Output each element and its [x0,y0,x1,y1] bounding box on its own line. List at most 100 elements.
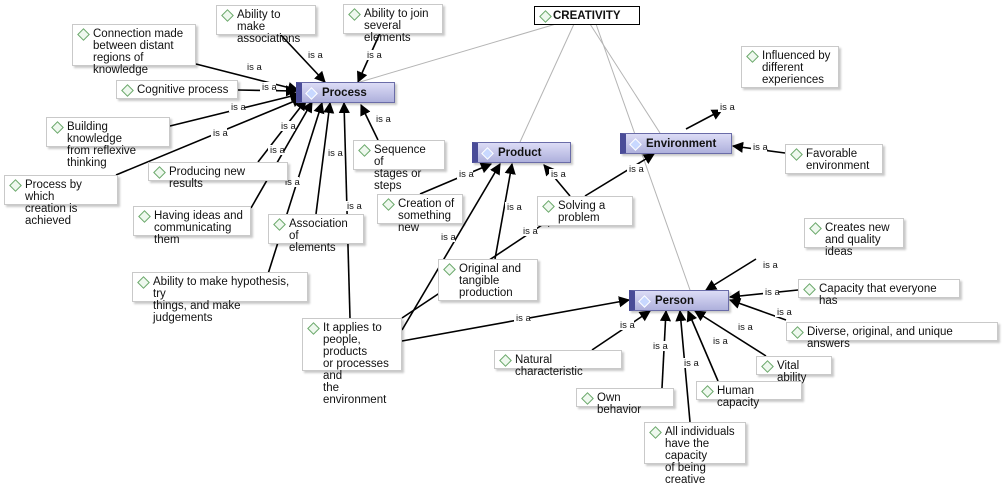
isa-arrow-27 [686,309,719,382]
isa-label-bg-2 [365,50,381,60]
node-having-ideas[interactable]: Having ideas and communicating them [133,206,251,246]
isa-label-bg-22 [775,307,791,317]
node-solving[interactable]: Solving a problem [537,196,633,226]
node-hypothesis[interactable]: Ability to make hypothesis, try things, … [132,272,308,324]
isa-label-bg-28 [736,322,752,332]
node-connection[interactable]: Connection made between distant regions … [72,24,196,76]
isa-label-bg-8 [268,145,284,155]
isa-arrow-15 [401,163,501,331]
isa-label-bg-9 [326,148,342,158]
concept-label: Product [498,147,542,159]
isa-label-bg-15 [439,232,455,242]
node-label: Creates new and quality ideas [825,222,890,258]
node-vital[interactable]: Vital ability [756,356,832,384]
node-influenced[interactable]: Influenced by different experiences [741,46,839,88]
diamond-icon [382,198,395,211]
concept-environment[interactable]: Environment [620,133,732,154]
root-link-3 [595,23,691,291]
concept-person[interactable]: Person [629,290,729,311]
isa-label-bg-20 [761,260,777,270]
node-applies[interactable]: It applies to people, products or proces… [302,318,402,406]
isa-label-27: is a [713,336,729,347]
isa-arrow-20 [705,258,757,291]
diamond-icon [137,276,150,289]
node-all-individuals[interactable]: All individuals have the capacity of bei… [644,422,746,486]
isa-label-bg-24 [618,320,634,330]
node-diverse[interactable]: Diverse, original, and unique answers [786,322,998,350]
isa-arrow-9 [315,101,335,215]
links-layer: is a is a is a is a is a is a is a is a is a is a… [115,23,799,423]
root-node-creativity[interactable]: CREATIVITY [534,6,640,25]
node-process-by-which[interactable]: Process by which creation is achieved [4,175,118,227]
diamond-icon [649,426,662,439]
isa-label-bg-11 [345,201,361,211]
diamond-icon [481,147,494,160]
node-original[interactable]: Original and tangible production [438,259,538,301]
isa-label-bg-19 [751,142,767,152]
node-ability-join[interactable]: Ability to join several elements [343,4,443,44]
node-association[interactable]: Association of elements [268,214,364,254]
diamond-icon [629,138,642,151]
node-human[interactable]: Human capacity [696,381,802,409]
isa-label-18: is a [720,102,736,113]
concept-product[interactable]: Product [472,142,571,163]
isa-label-bg-12 [457,169,473,179]
diamond-icon [809,222,822,235]
isa-arrow-18 [685,109,723,130]
root-link-2 [589,23,661,134]
node-building[interactable]: Building knowledge from reflexive thinki… [46,117,170,169]
node-label: Producing new results [169,166,246,190]
node-capacity-everyone[interactable]: Capacity that everyone has [798,279,960,307]
node-cognitive[interactable]: Cognitive process [116,80,238,99]
isa-arrow-24 [591,310,651,351]
diamond-icon [746,50,759,63]
node-own-behavior[interactable]: Own behavior [576,388,674,416]
root-link-1 [519,23,575,143]
isa-label-bg-17 [627,164,643,174]
isa-label-bg-6 [211,128,227,138]
node-creates-new[interactable]: Creates new and quality ideas [804,218,904,258]
concept-label: Process [322,87,367,99]
node-ability-associations[interactable]: Ability to make associations [216,5,316,45]
node-label: Association of elements [289,218,348,254]
isa-label-7: is a [281,121,297,132]
isa-label-6: is a [213,128,229,139]
diamond-icon [443,263,456,276]
diamond-icon [638,295,651,308]
isa-label-20: is a [763,260,779,271]
isa-label-bg-26 [682,358,698,368]
node-producing[interactable]: Producing new results [148,162,288,190]
node-label: Ability to make hypothesis, try things, … [153,276,290,324]
node-label: Building knowledge from reflexive thinki… [67,121,137,169]
node-label: It applies to people, products or proces… [323,322,389,406]
isa-arrow-14 [494,162,516,260]
isa-label-2: is a [367,50,383,61]
isa-label-14: is a [507,202,523,213]
node-natural[interactable]: Natural characteristic [494,350,622,378]
isa-label-16: is a [523,226,539,237]
isa-label-bg-3 [260,82,276,92]
node-label: Process by which creation is achieved [25,179,82,227]
isa-arrow-5 [360,103,379,141]
node-creation[interactable]: Creation of something new [377,194,463,234]
node-sequence[interactable]: Sequence of stages or steps [353,140,445,192]
isa-label-17: is a [629,164,645,175]
node-label: Creation of something new [398,198,455,234]
node-label: Original and tangible production [459,263,522,299]
isa-label-25: is a [653,341,669,352]
diamond-icon [153,166,166,179]
isa-arrow-0 [195,63,300,93]
node-favorable[interactable]: Favorable environment [785,144,883,174]
isa-label-28: is a [738,322,754,333]
isa-label-bg-14 [505,202,521,212]
isa-label-bg-13 [549,169,565,179]
diamond-icon [499,354,512,367]
concept-process[interactable]: Process [296,82,395,103]
isa-label-19: is a [753,142,769,153]
diamond-icon [273,218,286,231]
node-label: Cognitive process [137,84,229,96]
node-label: Own behavior [597,392,642,416]
node-label: Natural characteristic [515,354,583,378]
diamond-icon [307,322,320,335]
diamond-icon [77,28,90,41]
